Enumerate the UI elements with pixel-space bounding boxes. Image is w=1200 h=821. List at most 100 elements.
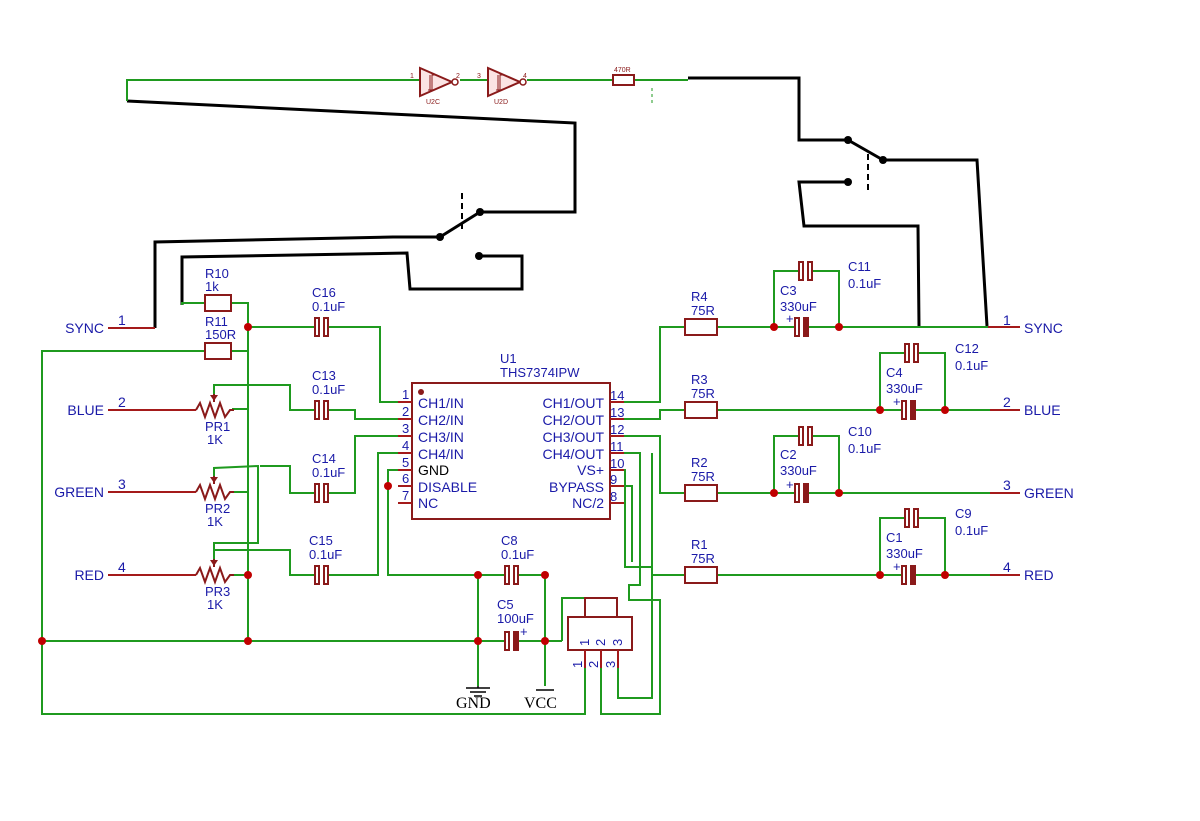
inverter-ref: U2C [426,99,440,106]
component-value: 0.1uF [309,547,342,562]
component-ref: C2 [780,447,797,462]
regulator-pin: 2 [586,661,601,668]
component-ref: PR3 [205,584,230,599]
component-ref: C13 [312,368,336,383]
capacitor-c11: C11 0.1uF [798,259,881,291]
polarity-mark: + [893,559,901,574]
ic-pin-name: BYPASS [549,479,604,495]
component-value: 75R [691,551,715,566]
ic-pin-name: DISABLE [418,479,477,495]
regulator-pin: 2 [593,639,608,646]
ic-pin-name: CH1/IN [418,395,464,411]
ic-pin-name: CH1/OUT [543,395,605,411]
component-value: 0.1uF [312,299,345,314]
ic-pin-number: 13 [610,405,624,420]
component-ref: C1 [886,530,903,545]
component-ref: C11 [848,259,871,274]
connector-label: RED [1024,567,1054,583]
voltage-regulator: 1 2 3 1 2 3 [567,597,633,668]
component-ref: R10 [205,266,229,281]
ic-pin-name: CH2/OUT [543,412,605,428]
connector-label: GREEN [54,484,104,500]
inverter-u2c: 1 2 U2C [410,66,460,106]
ic-pin-name: VS+ [577,462,604,478]
pot-pr1: PR1 1K [195,394,234,447]
component-value: 330uF [780,463,817,478]
polarity-mark: + [786,477,794,492]
capacitor-c12: C12 0.1uF [904,341,988,373]
inverter-pin: 3 [477,73,481,80]
pot-pr3: PR3 1K [195,559,234,612]
component-value: 0.1uF [955,358,988,373]
vcc-label: VCC [524,695,557,712]
capacitor-c14: C14 0.1uF [312,451,345,503]
component-value: 330uF [886,381,923,396]
component-value: 1k [205,279,219,294]
inverter-pin: 4 [523,73,527,80]
gnd-symbol: GND [456,686,491,712]
component-value: 1K [207,514,223,529]
component-ref: PR2 [205,501,230,516]
component-value: 0.1uF [848,441,881,456]
component-value: 75R [691,469,715,484]
resistor-r3: R3 75R [684,372,718,419]
resistor-r10: R10 1k [204,266,232,312]
resistor-r2: R2 75R [684,455,718,502]
connector-label: SYNC [65,320,104,336]
capacitor-c15: C15 0.1uF [309,533,342,585]
ic-part: THS7374IPW [500,365,580,380]
ic-pin-number: 6 [402,471,409,486]
regulator-pin: 3 [603,661,618,668]
ic-pin-number: 10 [610,456,624,471]
component-ref: R11 [205,314,228,329]
component-value: 1K [207,597,223,612]
connector-label: RED [74,567,104,583]
capacitor-c4: + C4 330uF [886,365,923,420]
capacitor-c16: C16 0.1uF [312,285,345,337]
ic-pin-number: 12 [610,422,624,437]
connector-right-red: RED 4 [990,559,1054,583]
regulator-pin: 1 [570,661,585,668]
ic-u1: U1 THS7374IPW 1 2 3 4 5 6 7 CH1/IN CH2/I… [398,351,624,520]
resistor-r11: R11 150R [204,314,236,360]
connector-pin: 2 [118,394,126,410]
connector-right-sync: SYNC 1 [988,312,1063,336]
ic-pin-name: CH3/IN [418,429,464,445]
connector-left-green: GREEN 3 [54,476,196,500]
ic-pin-name: CH3/OUT [543,429,605,445]
ic-pin-number: 3 [402,421,409,436]
component-value: 0.1uF [312,465,345,480]
capacitor-c9: C9 0.1uF [904,506,988,538]
capacitor-c2: + C2 330uF [780,447,817,503]
ic-pin-name: GND [418,462,449,478]
regulator-pin: 1 [577,639,592,646]
switch-contacts [436,136,887,260]
ic-pin-number: 5 [402,455,409,470]
ic-pin-name: NC [418,495,438,511]
ic-pin-number: 11 [610,439,624,454]
component-value: 1K [207,432,223,447]
component-ref: R4 [691,289,708,304]
ic-pin-number: 8 [610,489,617,504]
ic-pin-number: 4 [402,438,409,453]
component-value: 0.1uF [501,547,534,562]
component-ref: PR1 [205,419,230,434]
ic-pin-number: 14 [610,388,624,403]
component-ref: C12 [955,341,979,356]
ic-pin-name: CH4/IN [418,446,464,462]
capacitor-c1: + C1 330uF [886,530,923,585]
component-ref: C16 [312,285,336,300]
connector-right-blue: BLUE 2 [990,394,1061,418]
left-connectors: SYNC 1 BLUE 2 GREEN 3 RED 4 [54,312,196,583]
ic-pin-name: CH4/OUT [543,446,605,462]
ic-pin-number: 1 [402,387,409,402]
component-ref: R2 [691,455,708,470]
ic-pin-name: CH2/IN [418,412,464,428]
ic-pin-number: 9 [610,472,617,487]
component-ref: C10 [848,424,872,439]
ic-pin-number: 2 [402,404,409,419]
capacitor-c3: + C3 330uF [780,283,817,337]
connector-pin: 3 [1003,477,1011,493]
component-ref: C3 [780,283,797,298]
